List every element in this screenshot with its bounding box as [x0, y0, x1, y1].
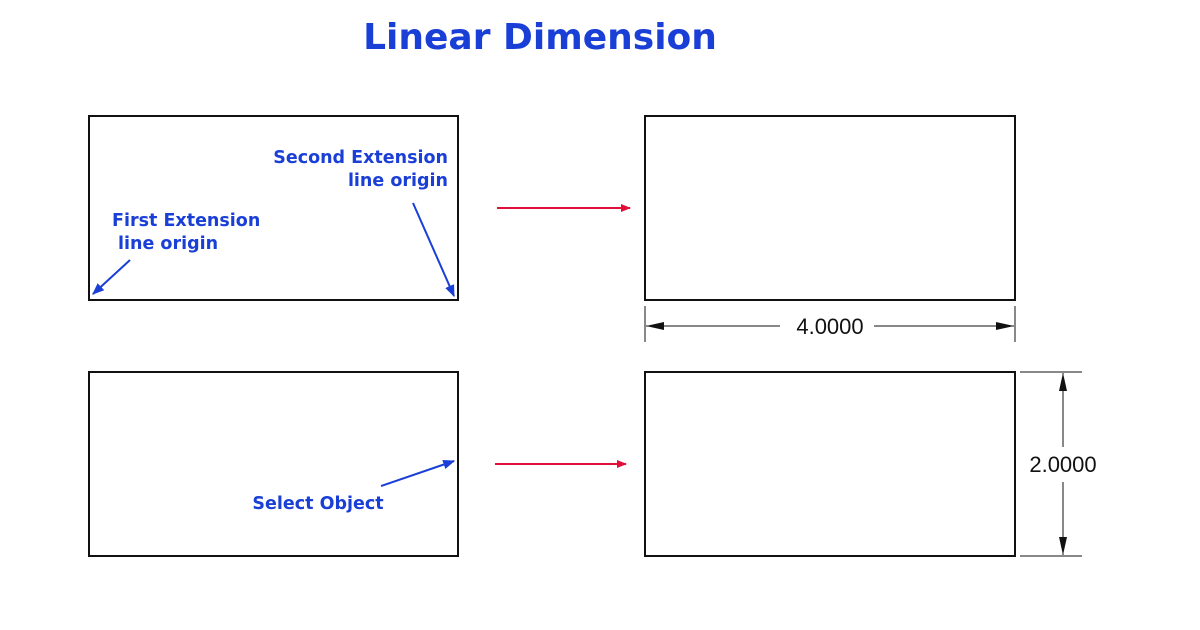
horizontal-dimension-value: 4.0000	[796, 314, 863, 339]
vertical-dimension-arrow-top	[1059, 373, 1067, 391]
first-extension-label-line2: line origin	[118, 234, 218, 254]
horizontal-dimension-arrow-left	[646, 322, 664, 330]
top-left-rectangle	[88, 115, 459, 301]
select-object-label: Select Object	[252, 494, 383, 514]
second-extension-label-line1: Second Extension	[273, 148, 448, 168]
horizontal-dimension-arrow-right	[996, 322, 1014, 330]
second-extension-pointer-arrow	[412, 202, 455, 298]
select-object-pointer-arrow	[380, 459, 456, 487]
first-extension-pointer-arrow	[92, 259, 131, 295]
vertical-dimension-value: 2.0000	[1029, 452, 1096, 477]
first-extension-label-line1: First Extension	[112, 211, 260, 231]
top-right-rectangle	[644, 115, 1016, 301]
diagram-title: Linear Dimension	[363, 17, 717, 58]
second-extension-label-line2: line origin	[348, 171, 448, 191]
vertical-dimension-arrow-bottom	[1059, 537, 1067, 555]
bottom-right-rectangle	[644, 371, 1016, 557]
bottom-left-rectangle	[88, 371, 459, 557]
